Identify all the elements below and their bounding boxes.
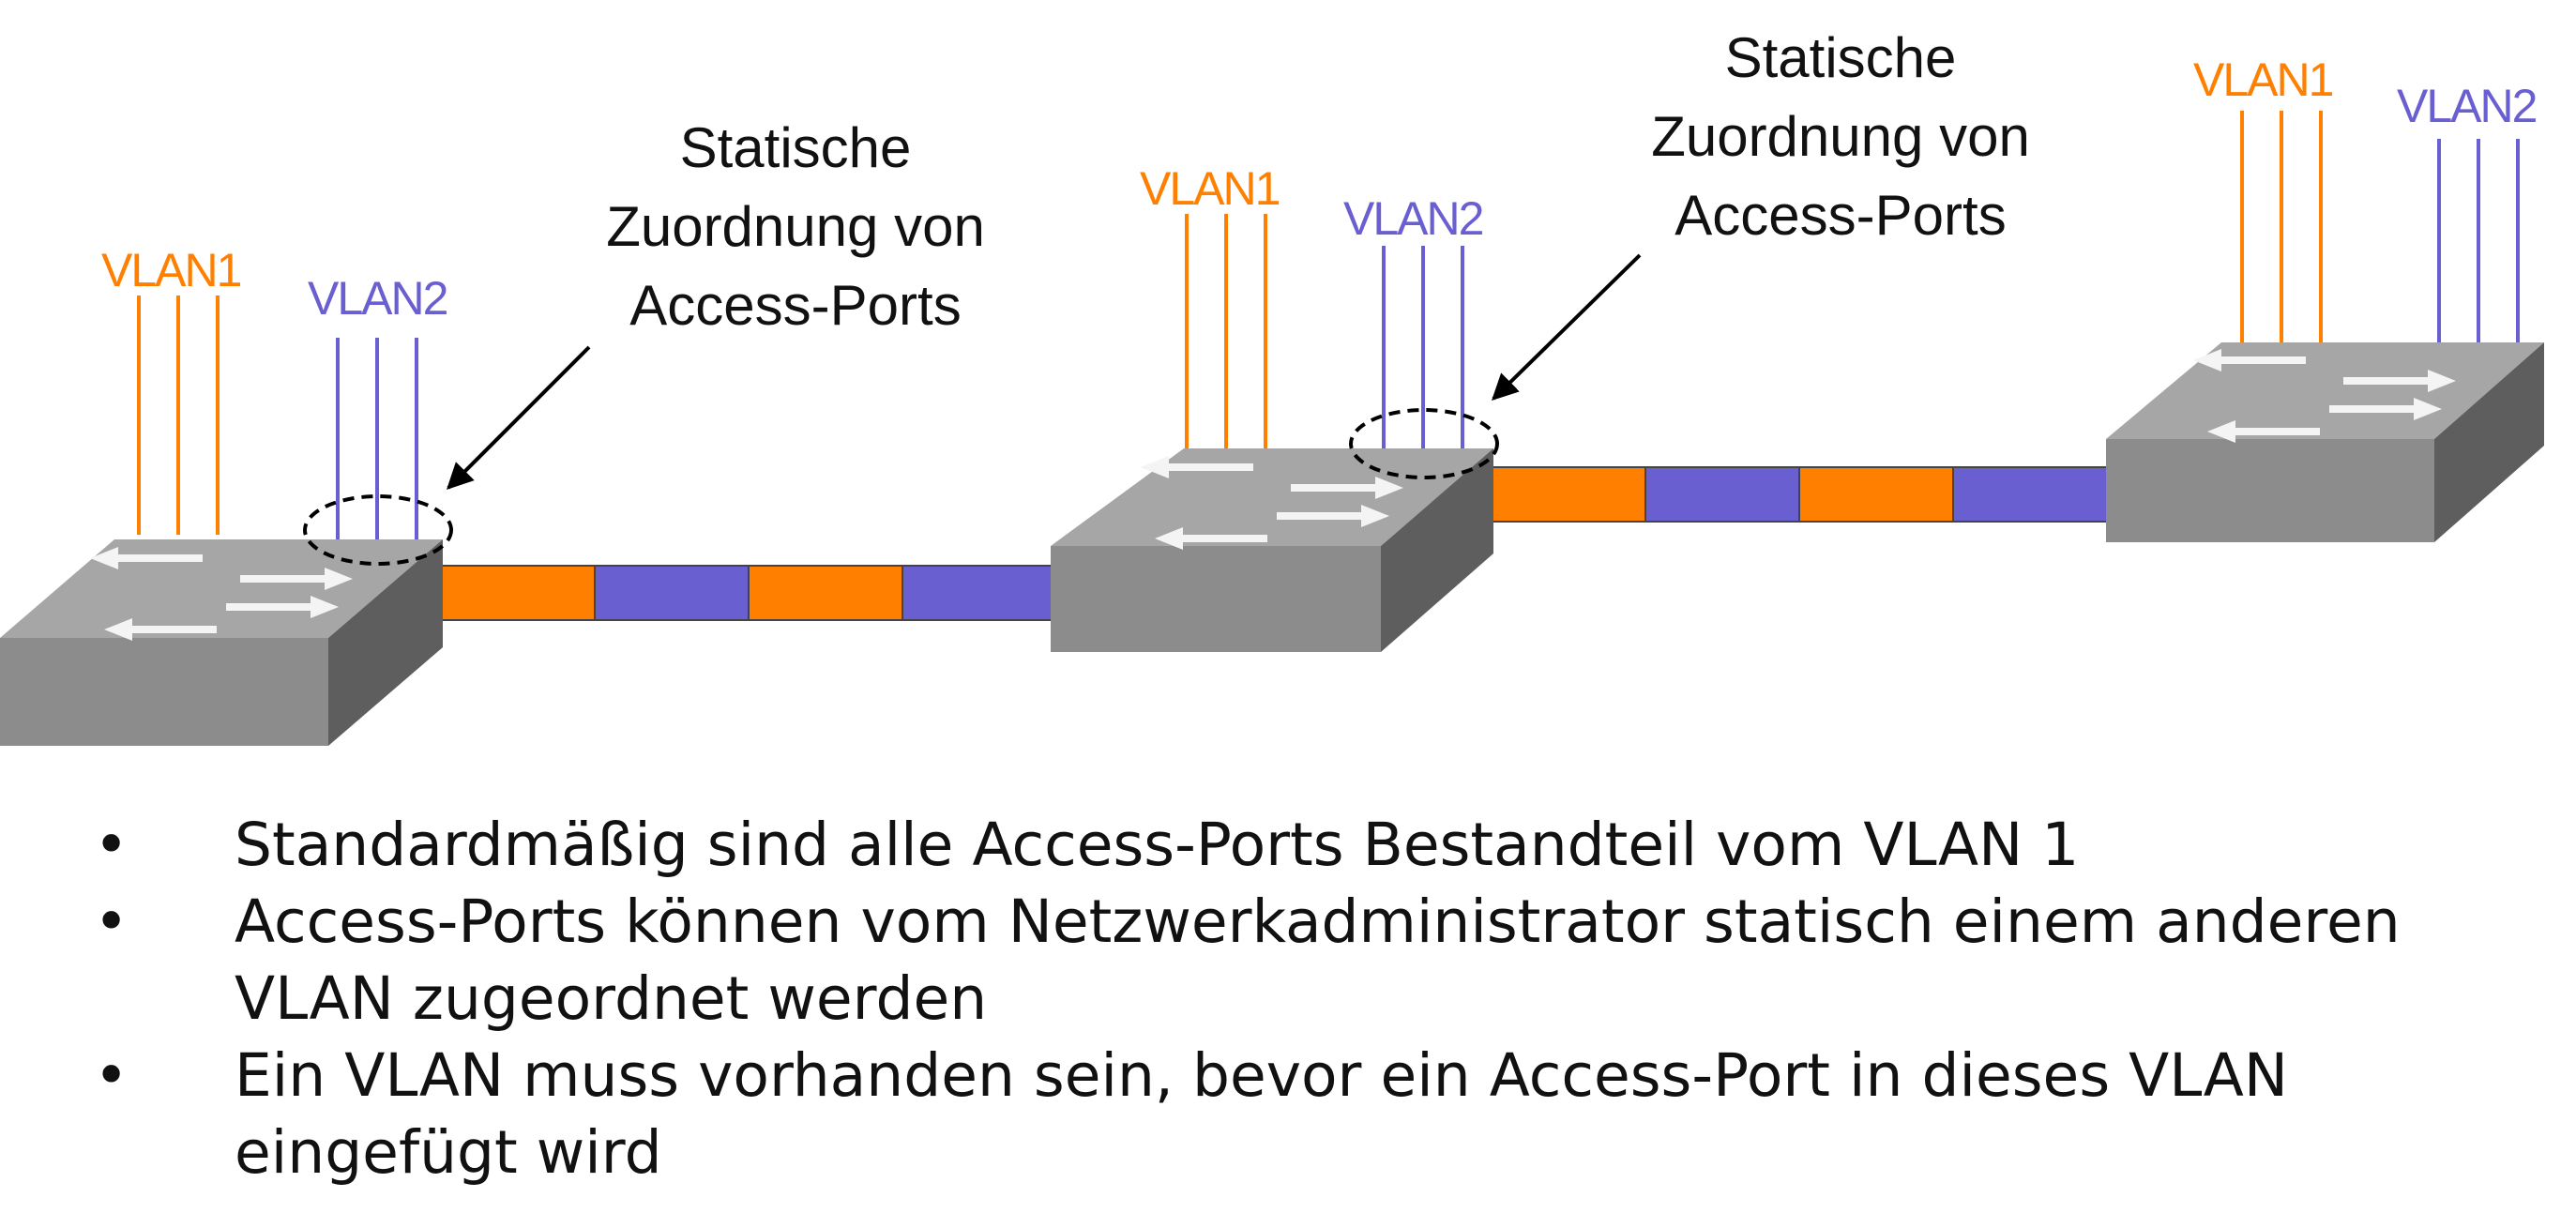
- callout-arrow: [447, 345, 591, 490]
- vlan1-label: VLAN1: [2193, 53, 2333, 106]
- bullet-text: Ein VLAN muss vorhanden sein, bevor ein …: [235, 1041, 2289, 1110]
- port-lines-switch-1: [137, 296, 418, 539]
- trunk-link-right: [1491, 466, 2108, 523]
- port-lines-switch-3: [2240, 111, 2520, 345]
- switch-2: [1051, 448, 1493, 652]
- vlan2-label: VLAN2: [2397, 80, 2537, 132]
- bullet-text: Standardmäßig sind alle Access-Ports Bes…: [235, 811, 2080, 879]
- vlan-diagram: VLAN1 VLAN2 VLAN1 VLAN2 VLAN1 VLAN2 Stat…: [0, 26, 2544, 746]
- bullet-text: Access-Ports können vom Netzwerkadminist…: [235, 887, 2401, 956]
- vlan1-label: VLAN1: [101, 244, 241, 296]
- trunk-segment-vlan1: [1491, 466, 1646, 523]
- trunk-segment-vlan1: [440, 565, 596, 621]
- bullet-item: • Standardmäßig sind alle Access-Ports B…: [94, 807, 2533, 884]
- trunk-segment-vlan1: [748, 565, 903, 621]
- switch-1: [0, 539, 443, 746]
- trunk-segment-vlan1: [1798, 466, 1954, 523]
- bullet-marker: •: [94, 1041, 129, 1110]
- vlan2-label: VLAN2: [1343, 192, 1483, 245]
- port-group-highlight: [1349, 408, 1499, 479]
- callout-text-line: Access-Ports: [1674, 184, 2006, 247]
- port-lines-switch-2: [1185, 214, 1464, 448]
- vlan2-label: VLAN2: [308, 272, 447, 325]
- bullet-text-continued: eingefügt wird: [235, 1118, 662, 1187]
- callout-arrow: [1492, 253, 1642, 401]
- trunk-segment-vlan2: [1952, 466, 2108, 523]
- port-group-highlight: [303, 494, 453, 566]
- bullet-marker: •: [94, 887, 129, 956]
- switch-3: [2106, 342, 2544, 542]
- vlan1-label: VLAN1: [1140, 162, 1280, 215]
- bullet-item: • Ein VLAN muss vorhanden sein, bevor ei…: [94, 1038, 2533, 1191]
- bullet-list: • Standardmäßig sind alle Access-Ports B…: [94, 807, 2533, 1191]
- bullet-text-continued: VLAN zugeordnet werden: [235, 964, 988, 1033]
- trunk-segment-vlan2: [902, 565, 1057, 621]
- trunk-link-left: [440, 565, 1057, 621]
- trunk-segment-vlan2: [1644, 466, 1800, 523]
- callout-text-line: Zuordnung von: [606, 195, 985, 258]
- bullet-marker: •: [94, 811, 129, 879]
- trunk-segment-vlan2: [594, 565, 750, 621]
- bullet-item: • Access-Ports können vom Netzwerkadmini…: [94, 884, 2533, 1038]
- callout-text-line: Access-Ports: [629, 274, 961, 337]
- callout-text-line: Statische: [680, 116, 912, 179]
- callout-text-line: Zuordnung von: [1651, 105, 2030, 168]
- callout-text-line: Statische: [1725, 26, 1957, 89]
